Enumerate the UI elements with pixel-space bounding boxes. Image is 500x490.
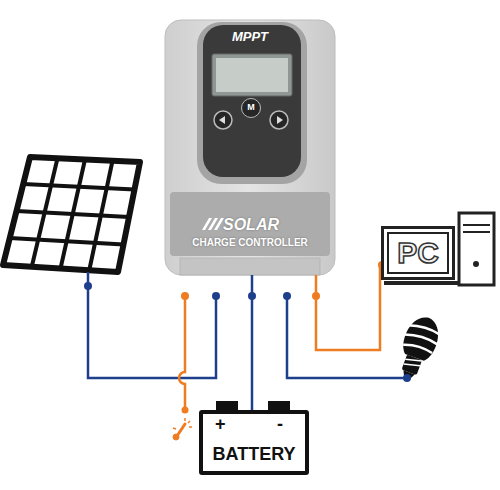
load-wire: [287, 296, 405, 378]
polarity-mark: -: [277, 414, 283, 435]
pc-monitor: PC: [381, 226, 455, 280]
terminal-dot: [283, 292, 291, 300]
right-button: [270, 111, 288, 129]
terminal-dot: [212, 292, 220, 300]
solar-wire: [88, 272, 216, 378]
charge-controller: MPPT SOLAR CHARGE CONTROLLER M: [165, 20, 335, 275]
battery-label: BATTERY: [203, 444, 305, 465]
left-arrow: [219, 116, 225, 124]
temperature-sensor: [173, 418, 192, 440]
terminal-dot: [312, 292, 320, 300]
face-rim: [197, 22, 307, 184]
battery: + - BATTERY: [199, 410, 309, 475]
product-label: CHARGE CONTROLLER: [165, 237, 335, 248]
left-button: [214, 111, 232, 129]
panel-grid: [10, 158, 135, 270]
terminal-cover: [180, 258, 320, 275]
logo-text: SOLAR: [223, 216, 279, 234]
housing-body: [165, 20, 335, 275]
button-label: M: [242, 99, 260, 116]
terminal-dot: [84, 282, 92, 290]
light-bulb: [391, 312, 445, 384]
terminal-dot: [248, 292, 256, 300]
terminal-dot: [182, 407, 189, 414]
sensor-wire: [179, 296, 185, 410]
terminal-dot: [403, 374, 411, 382]
controller-housing: [165, 20, 335, 275]
pc-tower: [459, 213, 494, 285]
terminal-dot: [181, 292, 189, 300]
right-arrow: [277, 116, 283, 124]
polarity-mark: +: [215, 414, 226, 435]
logo-slashes: [202, 218, 224, 230]
face-panel: [203, 25, 301, 177]
brand-label: MPPT: [165, 29, 335, 44]
device-label: PC: [384, 229, 452, 277]
wire: [316, 265, 381, 350]
menu-button: M: [241, 98, 261, 118]
lcd-frame: [212, 54, 292, 96]
lcd-screen: [216, 58, 288, 92]
solar-panel: [3, 157, 140, 272]
panel-frame: [3, 157, 140, 272]
desk-line: [384, 281, 458, 285]
